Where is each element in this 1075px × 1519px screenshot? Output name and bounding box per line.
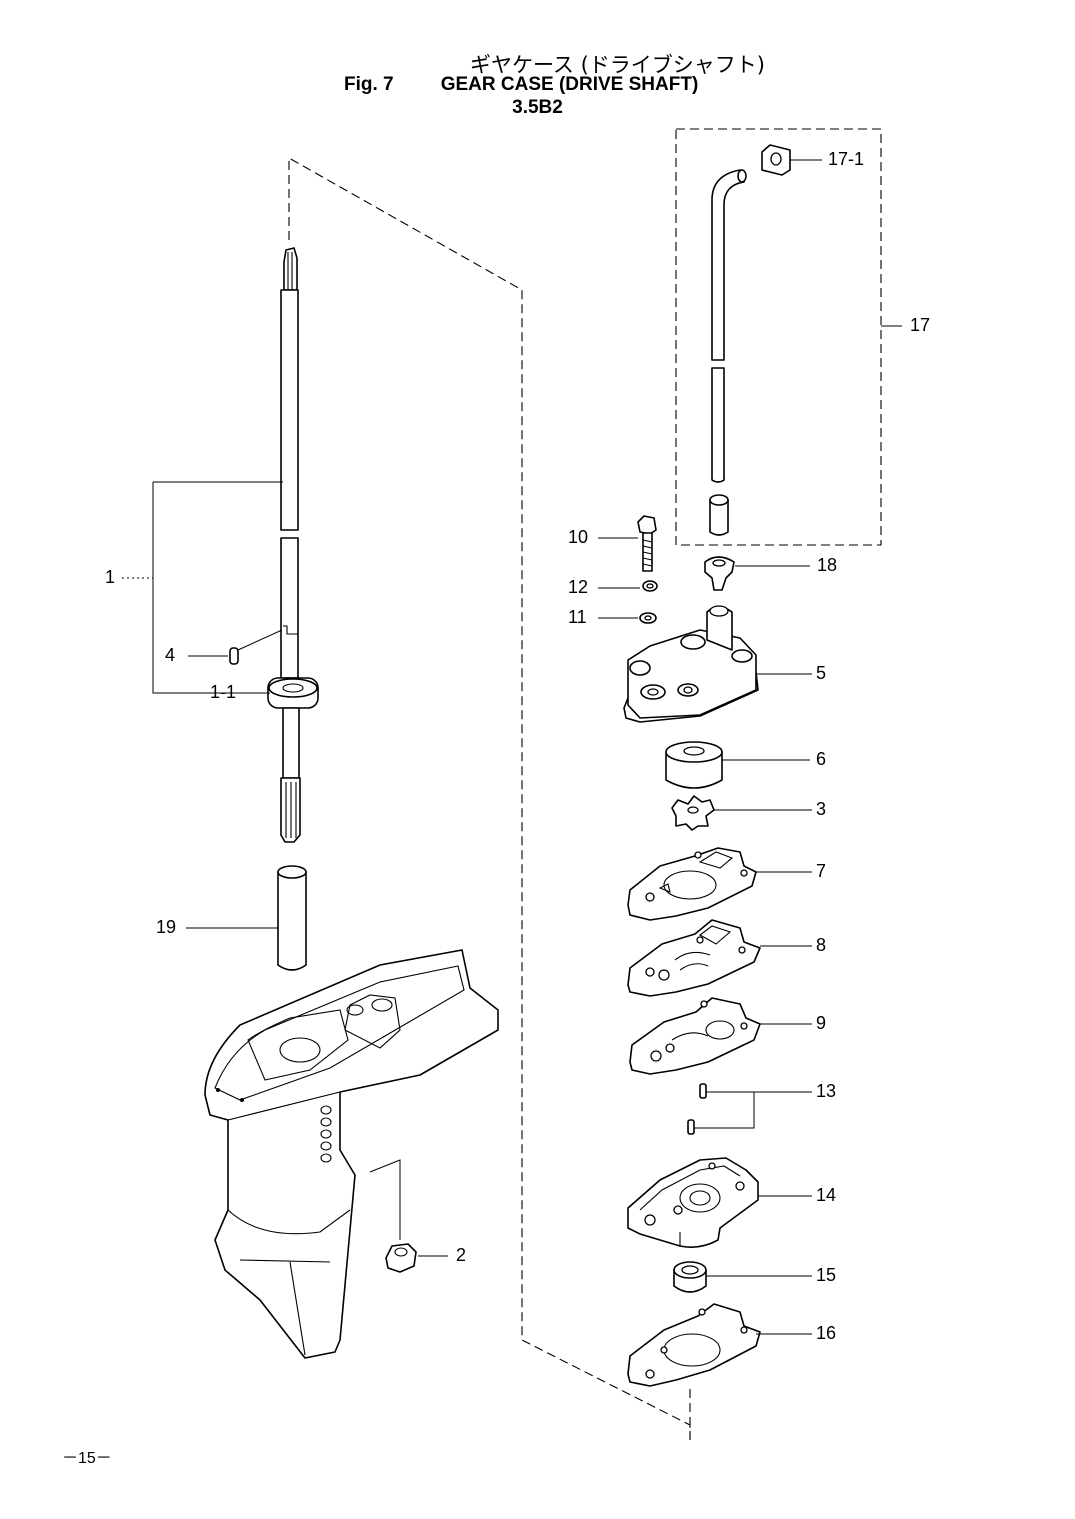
washer-part-11 — [639, 612, 657, 624]
gasket-part-9 — [629, 997, 761, 1075]
callout-5: 5 — [816, 663, 827, 683]
pins-part-13 — [687, 1083, 707, 1135]
callout-15: 15 — [816, 1265, 837, 1285]
callout-19: 19 — [156, 917, 177, 937]
title-japanese: ギヤケース (ドライブシャフト) — [469, 53, 765, 77]
callout-6: 6 — [816, 749, 827, 769]
grommet-part-18 — [704, 556, 735, 591]
callout-18: 18 — [817, 555, 838, 575]
callout-14: 14 — [816, 1185, 837, 1205]
figure-number: Fig. 7 — [344, 74, 394, 95]
nut-part-2 — [385, 1243, 417, 1273]
page-number: －15－ — [62, 1450, 112, 1467]
callout-12: 12 — [568, 577, 589, 597]
lower-case-part-14 — [627, 1157, 759, 1248]
gear-case-housing — [204, 949, 499, 1359]
gasket-part-7 — [627, 847, 757, 921]
callout-17-1: 17-1 — [828, 149, 865, 169]
callout-1: 1 — [105, 567, 116, 587]
callout-9: 9 — [816, 1013, 827, 1033]
model-code: 3.5B2 — [512, 97, 563, 118]
callout-2: 2 — [456, 1245, 467, 1265]
callout-3: 3 — [816, 799, 827, 819]
grommet-part-17-1 — [761, 144, 791, 176]
title-english: GEAR CASE (DRIVE SHAFT) — [440, 74, 699, 95]
gasket-part-16 — [627, 1303, 761, 1387]
pump-case-part-5 — [623, 605, 759, 723]
tube-part-19 — [277, 865, 307, 971]
plate-part-8 — [627, 919, 761, 997]
liner-part-6 — [665, 741, 723, 789]
callout-4: 4 — [165, 645, 176, 665]
drive-shaft-part — [267, 247, 319, 843]
pin-part-4 — [229, 647, 239, 665]
assembly-chain-lines — [288, 128, 882, 1440]
impeller-part-3 — [671, 795, 715, 831]
callout-13: 13 — [816, 1081, 837, 1101]
callout-1-1: 1-1 — [210, 682, 237, 702]
oil-seal-part-15 — [673, 1261, 707, 1293]
callout-10: 10 — [568, 527, 589, 547]
callout-11: 11 — [568, 607, 587, 627]
callout-8: 8 — [816, 935, 827, 955]
lock-washer-part-12 — [642, 580, 658, 592]
leader-lines — [122, 159, 902, 1335]
callout-17: 17 — [910, 315, 931, 335]
bolt-part-10 — [637, 515, 657, 572]
callout-16: 16 — [816, 1323, 837, 1343]
water-tube-part-17 — [709, 169, 747, 536]
callout-7: 7 — [816, 861, 827, 881]
